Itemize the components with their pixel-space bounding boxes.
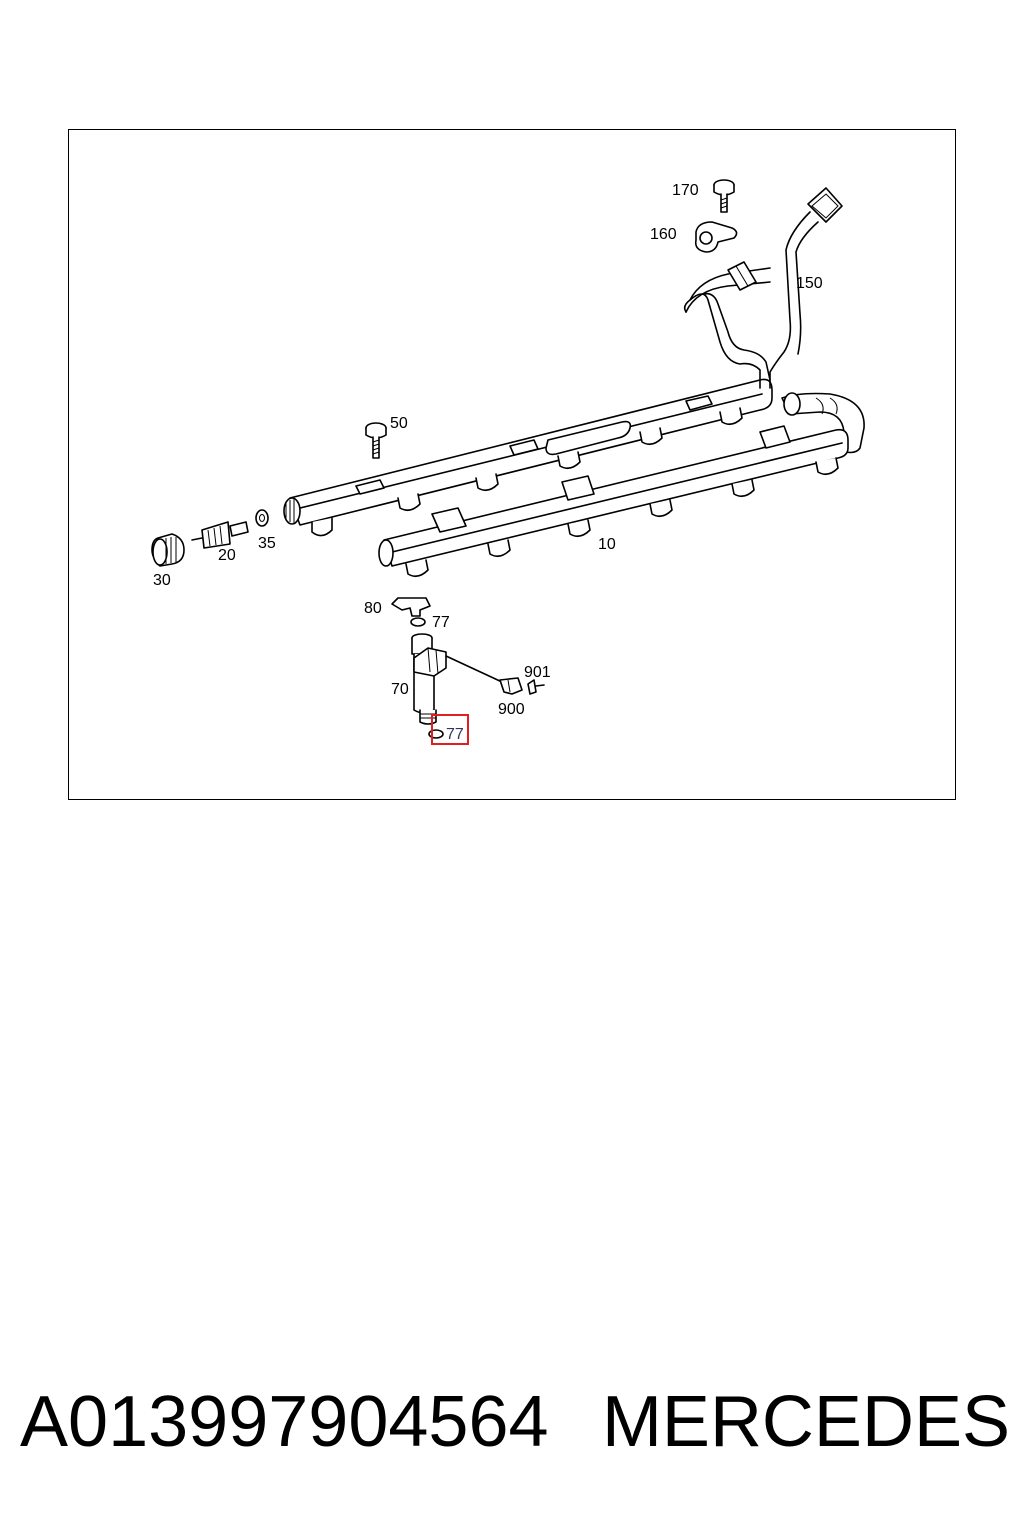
callout-80: 80 [364, 600, 382, 617]
callout-35: 35 [258, 535, 276, 552]
valve-20 [191, 521, 249, 549]
crossover-hose [781, 392, 865, 454]
connector-900 [499, 677, 523, 695]
callout-901: 901 [524, 664, 551, 681]
cap-30 [151, 533, 185, 567]
callout-170: 170 [672, 182, 699, 199]
callout-70: 70 [391, 681, 409, 698]
callout-77-upper: 77 [432, 614, 450, 631]
callout-10: 10 [598, 536, 616, 553]
fuel-line [683, 187, 843, 389]
callout-150: 150 [796, 275, 823, 292]
footer-label: A013997904564 MERCEDES [20, 1372, 1010, 1472]
callout-20: 20 [218, 547, 236, 564]
screw-50 [365, 422, 387, 459]
fuel-rail-back [283, 378, 773, 537]
pin-901 [527, 679, 545, 695]
injector-70 [411, 633, 503, 725]
callout-50: 50 [390, 415, 408, 432]
o-ring-upper [410, 617, 426, 627]
callout-160: 160 [650, 226, 677, 243]
part-number: A013997904564 [20, 1382, 549, 1462]
washer-35 [255, 509, 269, 527]
fuel-rail-front [378, 425, 849, 578]
callout-77-lower: 77 [446, 726, 464, 743]
highlight-box [431, 714, 469, 745]
screw-170 [713, 179, 735, 213]
line-clip [694, 221, 738, 253]
brand-name: MERCEDES [601, 1382, 1010, 1462]
callout-30: 30 [153, 572, 171, 589]
clip-80 [391, 597, 431, 617]
callout-900: 900 [498, 701, 525, 718]
